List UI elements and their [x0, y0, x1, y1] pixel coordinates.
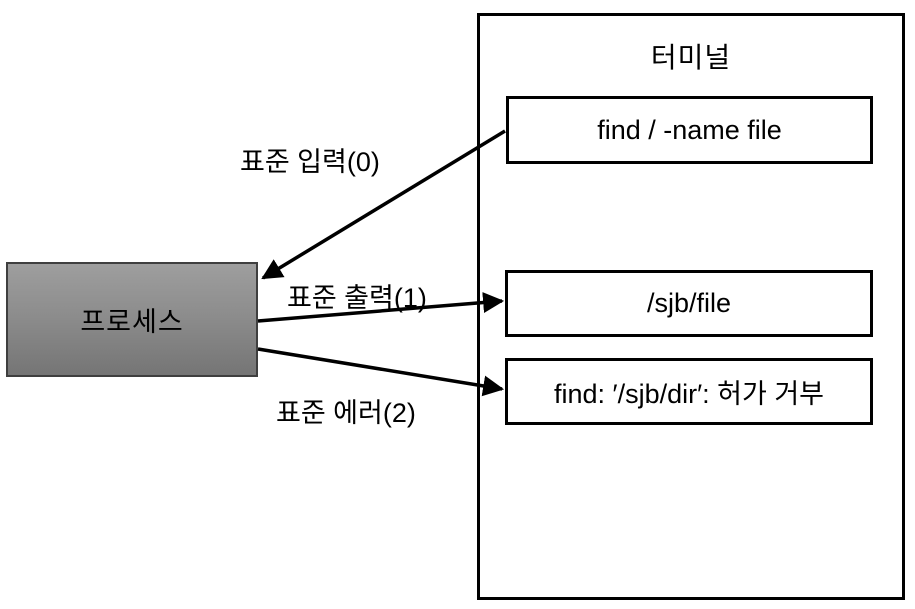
- stderr-arrow: [257, 347, 505, 397]
- stderr-output-box: find: ′/sjb/dir′: 허가 거부: [505, 358, 873, 425]
- terminal-title: 터미널: [650, 42, 732, 73]
- stdout-output-box: /sjb/file: [505, 270, 873, 337]
- stderr-stream-label: 표준 에러(2): [276, 398, 416, 428]
- stderr-output-text: find: ′/sjb/dir′: 허가 거부: [553, 379, 825, 409]
- stdin-command-box: find / -name file: [506, 96, 873, 164]
- stdout-output-text: /sjb/file: [646, 288, 732, 318]
- stdin-command-text: find / -name file: [597, 114, 782, 145]
- process-box: 프로세스: [6, 262, 258, 377]
- process-label: 프로세스: [80, 307, 184, 337]
- stdin-stream-label: 표준 입력(0): [240, 147, 380, 177]
- stdout-stream-label: 표준 출력(1): [287, 283, 427, 313]
